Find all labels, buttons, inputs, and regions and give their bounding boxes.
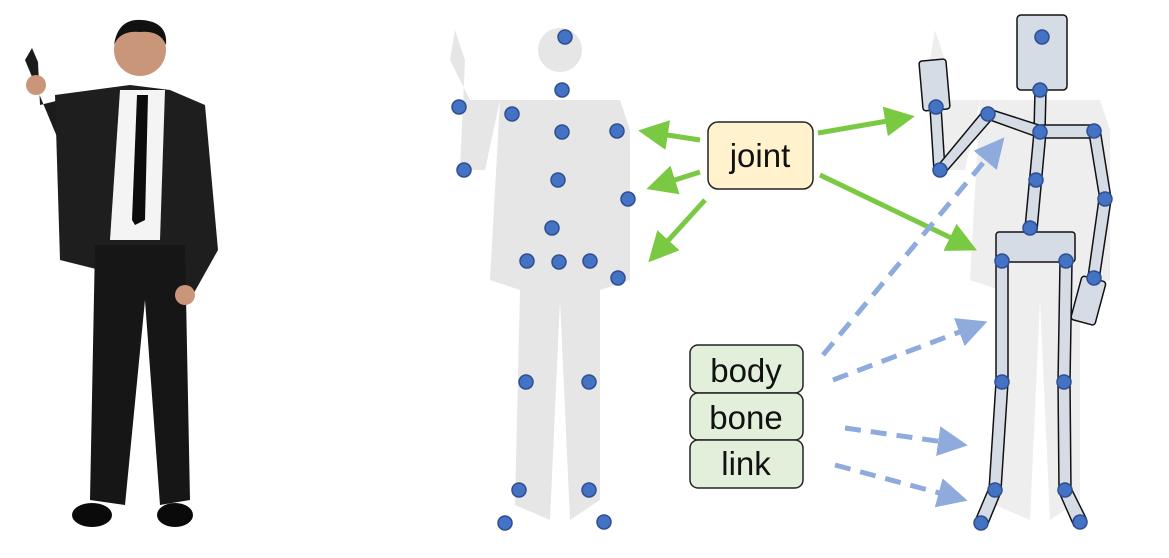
middle-silhouette [450,28,630,520]
skeleton-joints [928,29,1113,531]
joint-label-box: joint [707,121,814,190]
link-label: link [721,445,771,482]
joint-arrows [638,106,978,263]
bone-label: bone [709,399,782,436]
joint-label: joint [729,137,791,174]
thigh-right [1057,261,1073,383]
link-label-box: link [689,439,804,489]
thigh-left [995,261,1009,383]
head-bone [1016,14,1068,91]
middle-joints [451,29,636,531]
shin-right [1057,381,1072,491]
shoulder-right [1039,124,1095,139]
bone-arrows [821,137,1005,508]
body-label: body [710,352,782,389]
person-photo [25,19,218,527]
bone-label-box: bone [689,392,804,441]
body-label-box: body [689,344,804,394]
